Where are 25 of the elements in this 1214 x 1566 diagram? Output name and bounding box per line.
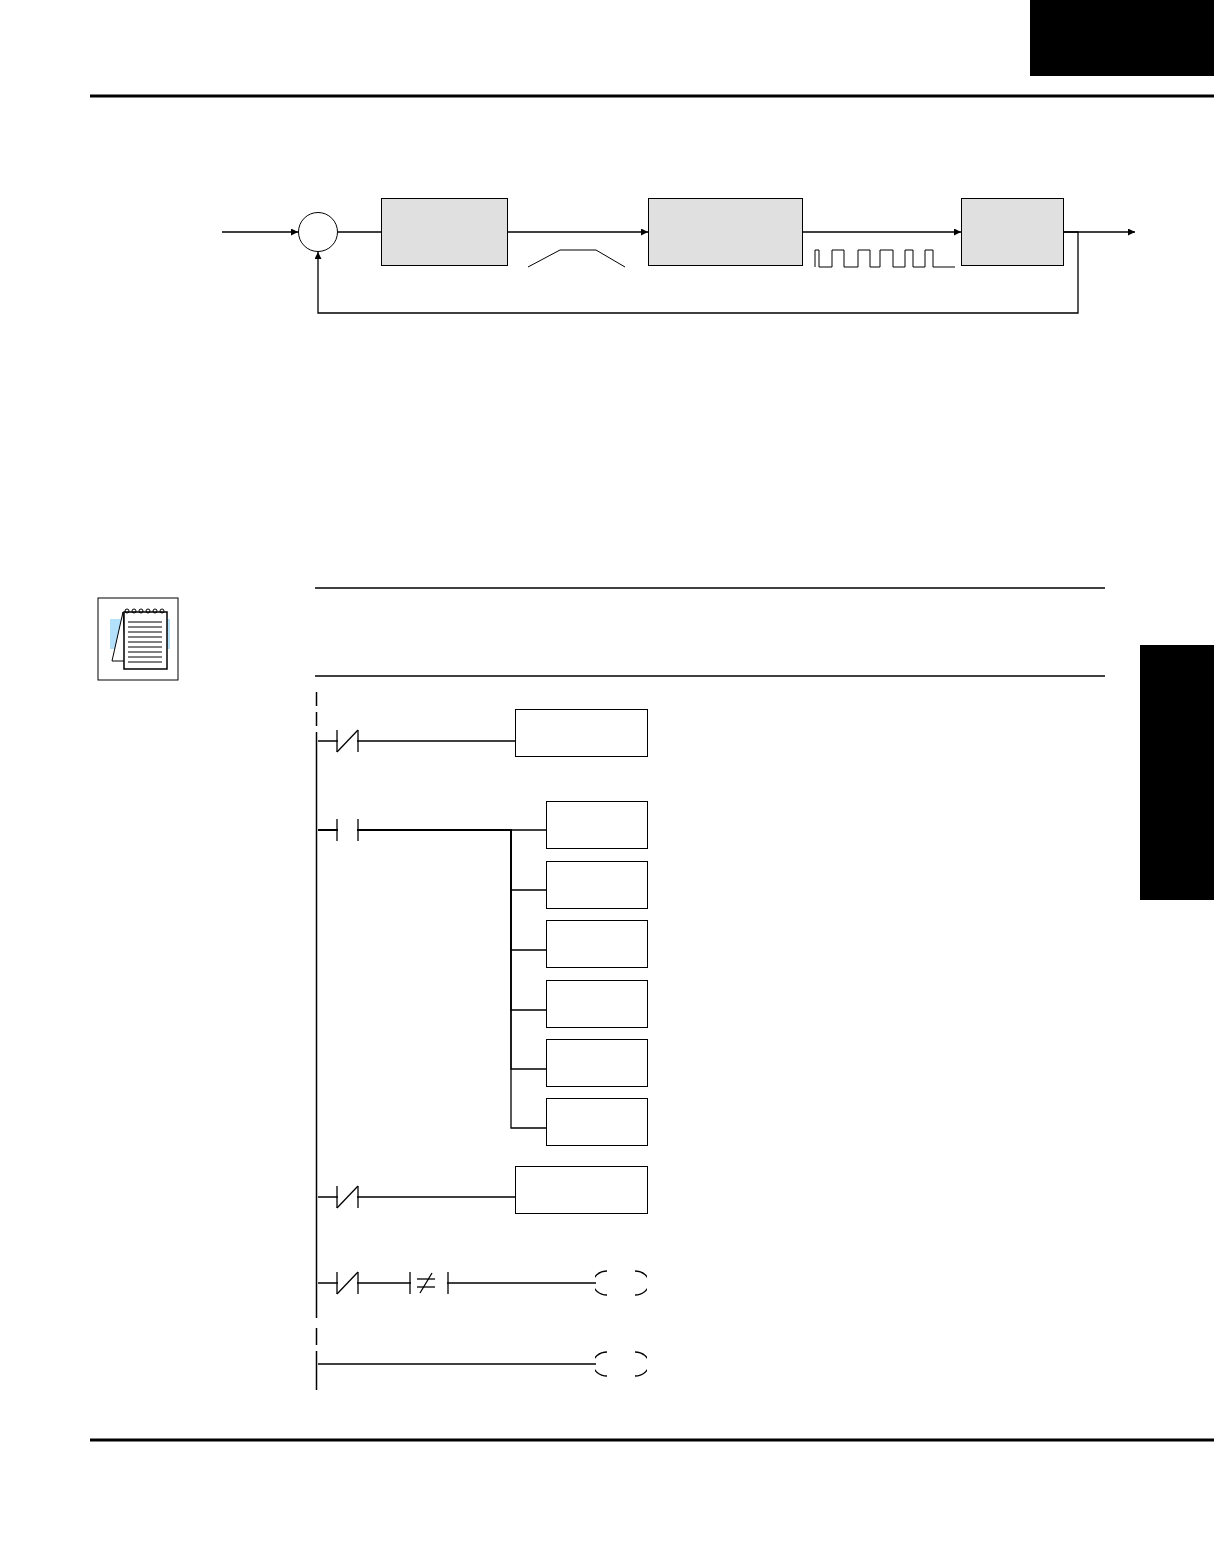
connector-line — [317, 740, 516, 742]
instruction-box — [546, 1098, 648, 1146]
connector-line — [337, 231, 382, 233]
page-tab — [1140, 645, 1214, 900]
coil-symbol — [595, 1270, 647, 1296]
summing-junction — [298, 212, 338, 252]
connector-line — [317, 1196, 516, 1198]
block-box — [961, 198, 1064, 266]
coil-symbol — [595, 1351, 647, 1377]
instruction-box — [546, 920, 648, 968]
arrow — [802, 228, 962, 236]
connector-line — [317, 1363, 597, 1365]
arrow — [507, 228, 649, 236]
block-box — [648, 198, 803, 266]
instruction-box — [546, 980, 648, 1028]
instruction-box — [546, 861, 648, 909]
block-box — [381, 198, 508, 266]
instruction-box — [515, 1166, 648, 1214]
power-rail — [315, 692, 318, 1390]
connector-line — [317, 1282, 597, 1284]
instruction-box — [515, 709, 648, 757]
arrow — [314, 231, 1079, 314]
instruction-box — [546, 801, 648, 849]
arrow — [221, 228, 299, 236]
instruction-box — [546, 1039, 648, 1087]
